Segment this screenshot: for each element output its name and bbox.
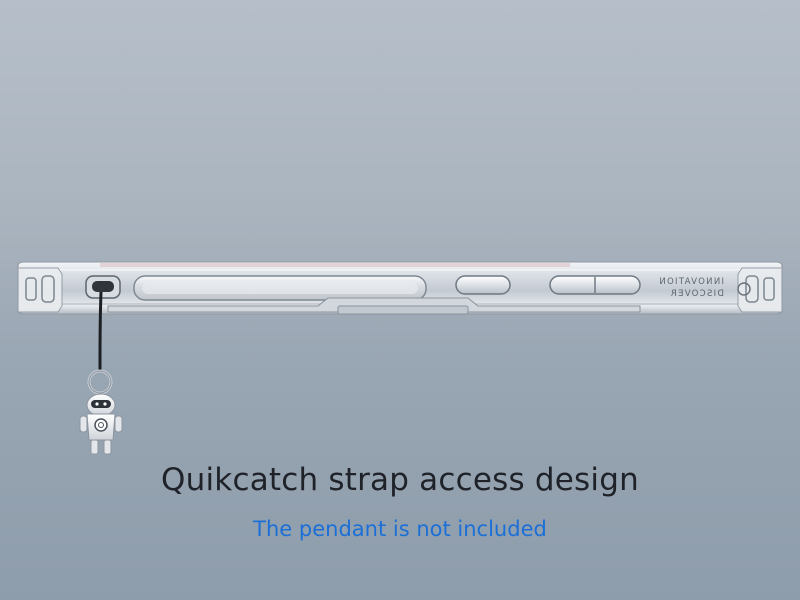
- robot-pendant: [79, 369, 123, 455]
- svg-text:DISCOVER: DISCOVER: [670, 289, 724, 299]
- headline: Quikcatch strap access design: [161, 462, 639, 498]
- bottom-rail: [107, 297, 641, 315]
- case-engraving: INNOVATION DISCOVER: [658, 277, 724, 299]
- side-slot: [133, 275, 427, 301]
- pendant-note: The pendant is not included: [253, 517, 547, 541]
- volume-buttons: [549, 275, 641, 295]
- svg-text:INNOVATION: INNOVATION: [658, 277, 724, 287]
- side-button: [455, 275, 511, 295]
- strap-hole: [85, 275, 121, 299]
- strap-cord: [98, 291, 103, 370]
